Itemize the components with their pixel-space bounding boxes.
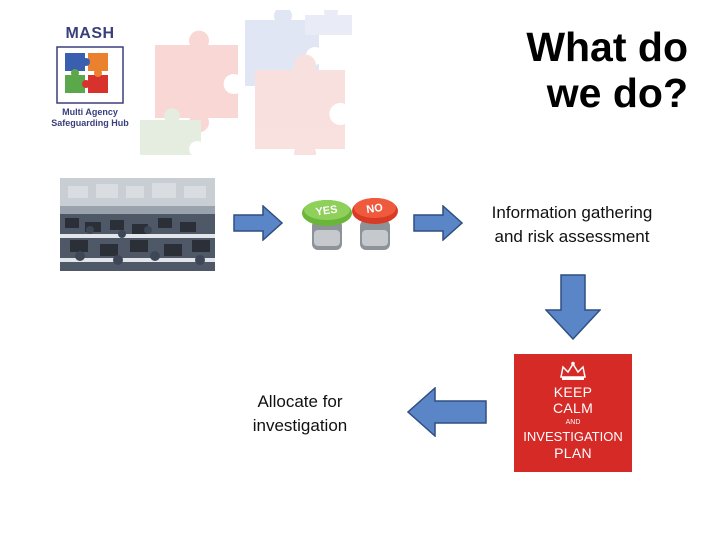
page-title: What do we do? (388, 24, 688, 116)
mash-logo: MASH Multi Agency Safeguarding Hub (40, 25, 140, 147)
logo-subtitle-line2: Safeguarding Hub (51, 118, 129, 128)
puzzle-logo-icon (56, 46, 124, 104)
title-line-2: we do? (546, 70, 688, 116)
allocate-text-line-2: investigation (252, 416, 348, 435)
yes-label: YES (315, 204, 338, 219)
no-label: NO (366, 202, 384, 216)
info-text-line-1: Information gathering (491, 203, 653, 222)
poster-line-2: CALM (552, 400, 594, 416)
down-arrow-icon (545, 274, 601, 340)
poster-line-4: INVESTIGATION (523, 429, 623, 444)
poster-line-1: KEEP (553, 384, 593, 400)
info-text-line-2: and risk assessment (494, 227, 650, 246)
yes-no-buttons-image: YES NO (285, 180, 405, 268)
right-arrow-icon (413, 205, 463, 241)
allocate-text: Allocate for investigation (228, 390, 372, 438)
puzzle-pieces-decoration (140, 10, 352, 155)
info-gathering-text: Information gathering and risk assessmen… (470, 201, 674, 249)
allocate-text-line-1: Allocate for (257, 392, 343, 411)
logo-subtitle-line1: Multi Agency (62, 107, 118, 117)
title-line-1: What do (526, 24, 688, 70)
poster-line-3: AND (565, 419, 581, 426)
logo-title: MASH (65, 25, 115, 42)
right-arrow-icon (233, 205, 283, 241)
poster-line-5: PLAN (554, 445, 592, 461)
keep-calm-poster: KEEP CALM AND INVESTIGATION PLAN (514, 354, 632, 472)
left-arrow-icon (407, 387, 487, 437)
office-photo (60, 178, 215, 271)
crown-icon (560, 361, 586, 380)
